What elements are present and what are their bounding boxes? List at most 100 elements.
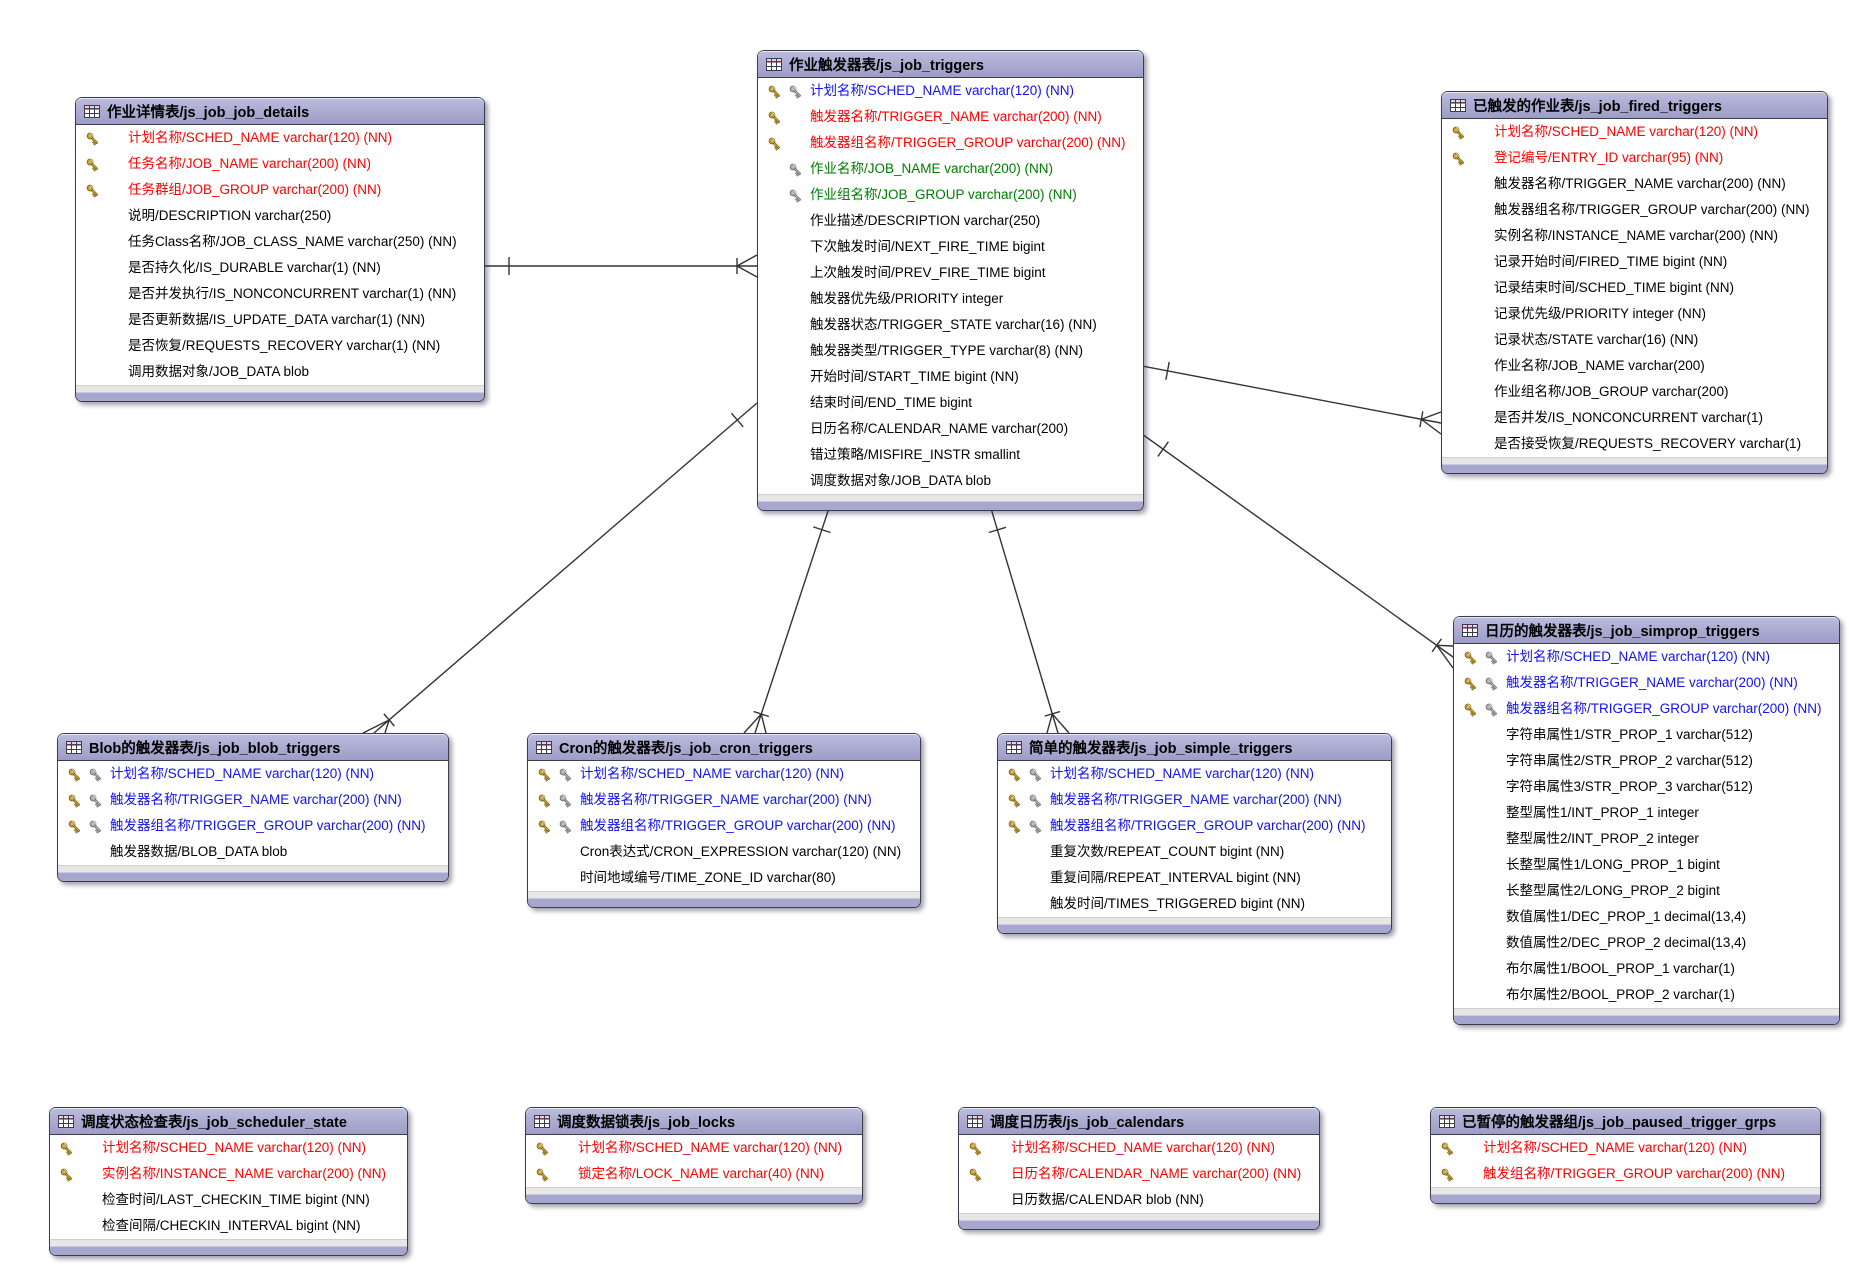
table-header-calendars[interactable]: 调度日历表/js_job_calendars	[959, 1108, 1319, 1135]
table-row[interactable]: 计划名称/SCHED_NAME varchar(120) (NN)	[50, 1135, 407, 1161]
table-row[interactable]: 任务名称/JOB_NAME varchar(200) (NN)	[76, 151, 484, 177]
table-row[interactable]: 数值属性2/DEC_PROP_2 decimal(13,4)	[1454, 930, 1839, 956]
table-row[interactable]: 作业名称/JOB_NAME varchar(200)	[1442, 353, 1827, 379]
table-row[interactable]: 计划名称/SCHED_NAME varchar(120) (NN)	[1442, 119, 1827, 145]
table-row[interactable]: 实例名称/INSTANCE_NAME varchar(200) (NN)	[1442, 223, 1827, 249]
table-row[interactable]: 上次触发时间/PREV_FIRE_TIME bigint	[758, 260, 1143, 286]
table-row[interactable]: 长整型属性2/LONG_PROP_2 bigint	[1454, 878, 1839, 904]
table-row[interactable]: 触发器名称/TRIGGER_NAME varchar(200) (NN)	[1454, 670, 1839, 696]
table-row[interactable]: 字符串属性3/STR_PROP_3 varchar(512)	[1454, 774, 1839, 800]
table-row[interactable]: 记录开始时间/FIRED_TIME bigint (NN)	[1442, 249, 1827, 275]
table-header-fired_triggers[interactable]: 已触发的作业表/js_job_fired_triggers	[1442, 92, 1827, 119]
table-row[interactable]: 触发器组名称/TRIGGER_GROUP varchar(200) (NN)	[758, 130, 1143, 156]
table-row[interactable]: Cron表达式/CRON_EXPRESSION varchar(120) (NN…	[528, 839, 920, 865]
table-row[interactable]: 触发器名称/TRIGGER_NAME varchar(200) (NN)	[1442, 171, 1827, 197]
table-row[interactable]: 作业组名称/JOB_GROUP varchar(200) (NN)	[758, 182, 1143, 208]
table-row[interactable]: 任务群组/JOB_GROUP varchar(200) (NN)	[76, 177, 484, 203]
table-row[interactable]: 计划名称/SCHED_NAME varchar(120) (NN)	[528, 761, 920, 787]
table-row[interactable]: 是否并发执行/IS_NONCONCURRENT varchar(1) (NN)	[76, 281, 484, 307]
table-row[interactable]: 锁定名称/LOCK_NAME varchar(40) (NN)	[526, 1161, 862, 1187]
table-row[interactable]: 错过策略/MISFIRE_INSTR smallint	[758, 442, 1143, 468]
table-row[interactable]: 登记编号/ENTRY_ID varchar(95) (NN)	[1442, 145, 1827, 171]
table-header-simprop_triggers[interactable]: 日历的触发器表/js_job_simprop_triggers	[1454, 617, 1839, 644]
table-header-blob_triggers[interactable]: Blob的触发器表/js_job_blob_triggers	[58, 734, 448, 761]
table-row[interactable]: 布尔属性2/BOOL_PROP_2 varchar(1)	[1454, 982, 1839, 1008]
table-row[interactable]: 触发器类型/TRIGGER_TYPE varchar(8) (NN)	[758, 338, 1143, 364]
table-row[interactable]: 计划名称/SCHED_NAME varchar(120) (NN)	[526, 1135, 862, 1161]
table-row[interactable]: 触发器组名称/TRIGGER_GROUP varchar(200) (NN)	[1454, 696, 1839, 722]
table-row[interactable]: 计划名称/SCHED_NAME varchar(120) (NN)	[959, 1135, 1319, 1161]
table-header-scheduler_state[interactable]: 调度状态检查表/js_job_scheduler_state	[50, 1108, 407, 1135]
table-row[interactable]: 布尔属性1/BOOL_PROP_1 varchar(1)	[1454, 956, 1839, 982]
table-row[interactable]: 整型属性2/INT_PROP_2 integer	[1454, 826, 1839, 852]
table-row[interactable]: 触发时间/TIMES_TRIGGERED bigint (NN)	[998, 891, 1391, 917]
table-row[interactable]: 开始时间/START_TIME bigint (NN)	[758, 364, 1143, 390]
table-row[interactable]: 调度数据对象/JOB_DATA blob	[758, 468, 1143, 494]
table-row[interactable]: 检查时间/LAST_CHECKIN_TIME bigint (NN)	[50, 1187, 407, 1213]
table-row[interactable]: 触发器名称/TRIGGER_NAME varchar(200) (NN)	[58, 787, 448, 813]
table-row[interactable]: 计划名称/SCHED_NAME varchar(120) (NN)	[76, 125, 484, 151]
table-header-locks[interactable]: 调度数据锁表/js_job_locks	[526, 1108, 862, 1135]
table-row[interactable]: 是否恢复/REQUESTS_RECOVERY varchar(1) (NN)	[76, 333, 484, 359]
table-row[interactable]: 计划名称/SCHED_NAME varchar(120) (NN)	[758, 78, 1143, 104]
table-row[interactable]: 触发器名称/TRIGGER_NAME varchar(200) (NN)	[528, 787, 920, 813]
table-row[interactable]: 结束时间/END_TIME bigint	[758, 390, 1143, 416]
table-row[interactable]: 重复次数/REPEAT_COUNT bigint (NN)	[998, 839, 1391, 865]
table-row[interactable]: 任务Class名称/JOB_CLASS_NAME varchar(250) (N…	[76, 229, 484, 255]
table-row[interactable]: 作业描述/DESCRIPTION varchar(250)	[758, 208, 1143, 234]
table-row[interactable]: 时间地域编号/TIME_ZONE_ID varchar(80)	[528, 865, 920, 891]
table-row[interactable]: 计划名称/SCHED_NAME varchar(120) (NN)	[58, 761, 448, 787]
table-row[interactable]: 作业名称/JOB_NAME varchar(200) (NN)	[758, 156, 1143, 182]
table-header-triggers[interactable]: 作业触发器表/js_job_triggers	[758, 51, 1143, 78]
table-row[interactable]: 作业组名称/JOB_GROUP varchar(200)	[1442, 379, 1827, 405]
table-row[interactable]: 重复间隔/REPEAT_INTERVAL bigint (NN)	[998, 865, 1391, 891]
table-header-paused_trigger_grps[interactable]: 已暂停的触发器组/js_job_paused_trigger_grps	[1431, 1108, 1820, 1135]
table-row[interactable]: 是否更新数据/IS_UPDATE_DATA varchar(1) (NN)	[76, 307, 484, 333]
table-row[interactable]: 触发器名称/TRIGGER_NAME varchar(200) (NN)	[998, 787, 1391, 813]
table-row[interactable]: 字符串属性1/STR_PROP_1 varchar(512)	[1454, 722, 1839, 748]
table-row[interactable]: 触发组名称/TRIGGER_GROUP varchar(200) (NN)	[1431, 1161, 1820, 1187]
table-row[interactable]: 触发器组名称/TRIGGER_GROUP varchar(200) (NN)	[1442, 197, 1827, 223]
table-row[interactable]: 触发器数据/BLOB_DATA blob	[58, 839, 448, 865]
table-row[interactable]: 计划名称/SCHED_NAME varchar(120) (NN)	[1454, 644, 1839, 670]
table-row[interactable]: 日历名称/CALENDAR_NAME varchar(200) (NN)	[959, 1161, 1319, 1187]
table-row[interactable]: 记录优先级/PRIORITY integer (NN)	[1442, 301, 1827, 327]
table-row[interactable]: 说明/DESCRIPTION varchar(250)	[76, 203, 484, 229]
table-row[interactable]: 日历名称/CALENDAR_NAME varchar(200)	[758, 416, 1143, 442]
table-row[interactable]: 调用数据对象/JOB_DATA blob	[76, 359, 484, 385]
table-row[interactable]: 计划名称/SCHED_NAME varchar(120) (NN)	[1431, 1135, 1820, 1161]
table-header-job_details[interactable]: 作业详情表/js_job_job_details	[76, 98, 484, 125]
table-header-simple_triggers[interactable]: 简单的触发器表/js_job_simple_triggers	[998, 734, 1391, 761]
table-row[interactable]: 触发器组名称/TRIGGER_GROUP varchar(200) (NN)	[58, 813, 448, 839]
table-row[interactable]: 触发器优先级/PRIORITY integer	[758, 286, 1143, 312]
table-row[interactable]: 实例名称/INSTANCE_NAME varchar(200) (NN)	[50, 1161, 407, 1187]
table-row[interactable]: 触发器名称/TRIGGER_NAME varchar(200) (NN)	[758, 104, 1143, 130]
table-row[interactable]: 是否接受恢复/REQUESTS_RECOVERY varchar(1)	[1442, 431, 1827, 457]
table-row[interactable]: 记录状态/STATE varchar(16) (NN)	[1442, 327, 1827, 353]
table-row[interactable]: 计划名称/SCHED_NAME varchar(120) (NN)	[998, 761, 1391, 787]
table-row[interactable]: 检查间隔/CHECKIN_INTERVAL bigint (NN)	[50, 1213, 407, 1239]
table-row[interactable]: 下次触发时间/NEXT_FIRE_TIME bigint	[758, 234, 1143, 260]
table-row[interactable]: 触发器组名称/TRIGGER_GROUP varchar(200) (NN)	[528, 813, 920, 839]
table-row[interactable]: 日历数据/CALENDAR blob (NN)	[959, 1187, 1319, 1213]
table-row[interactable]: 长整型属性1/LONG_PROP_1 bigint	[1454, 852, 1839, 878]
table-row[interactable]: 数值属性1/DEC_PROP_1 decimal(13,4)	[1454, 904, 1839, 930]
table-row[interactable]: 是否并发/IS_NONCONCURRENT varchar(1)	[1442, 405, 1827, 431]
table-row[interactable]: 触发器状态/TRIGGER_STATE varchar(16) (NN)	[758, 312, 1143, 338]
table-row[interactable]: 记录结束时间/SCHED_TIME bigint (NN)	[1442, 275, 1827, 301]
table-row[interactable]: 字符串属性2/STR_PROP_2 varchar(512)	[1454, 748, 1839, 774]
table-header-cron_triggers[interactable]: Cron的触发器表/js_job_cron_triggers	[528, 734, 920, 761]
table-row[interactable]: 是否持久化/IS_DURABLE varchar(1) (NN)	[76, 255, 484, 281]
table-row[interactable]: 整型属性1/INT_PROP_1 integer	[1454, 800, 1839, 826]
